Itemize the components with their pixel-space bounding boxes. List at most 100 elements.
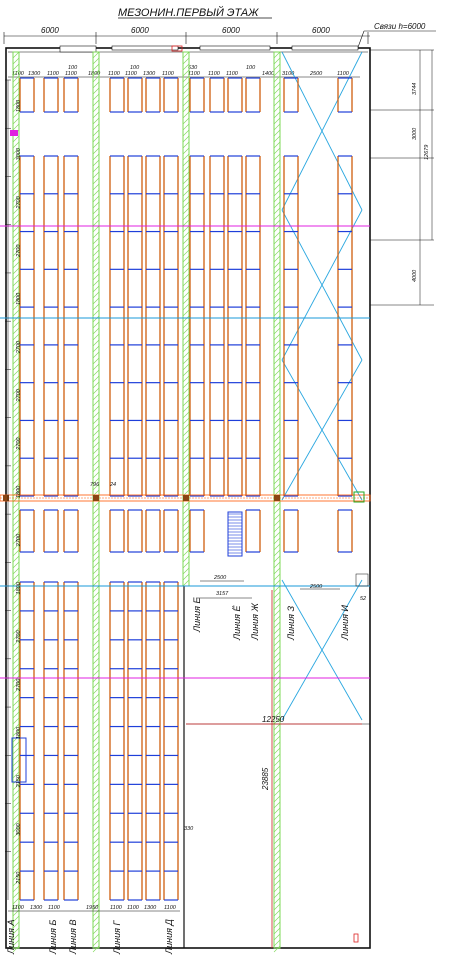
rack — [127, 581, 143, 901]
middle-dimensions: 796 24 2500 3157 2500 52 12250 23885 330 — [90, 482, 369, 948]
bracing-note: Связи h=6000 — [374, 22, 426, 31]
svg-text:1100: 1100 — [188, 71, 201, 77]
rack — [43, 581, 59, 901]
rack — [337, 155, 353, 497]
rack — [337, 509, 353, 553]
svg-text:12679: 12679 — [424, 145, 430, 160]
bay-dim-2: 6000 — [131, 26, 149, 35]
svg-text:3157: 3157 — [216, 591, 229, 597]
svg-text:2700: 2700 — [16, 630, 22, 644]
line-label-z: Линия З — [286, 606, 296, 641]
svg-text:1300: 1300 — [30, 905, 43, 911]
svg-text:1100: 1100 — [12, 71, 25, 77]
svg-text:24: 24 — [109, 482, 116, 488]
svg-text:1800: 1800 — [16, 292, 22, 305]
rack-layout — [19, 77, 353, 901]
svg-text:2700: 2700 — [16, 244, 22, 258]
bay-dim-3: 6000 — [222, 26, 240, 35]
rack — [227, 155, 243, 497]
svg-text:1100: 1100 — [164, 905, 177, 911]
svg-text:100: 100 — [130, 65, 140, 71]
rack — [145, 581, 161, 901]
rack — [43, 77, 59, 113]
rack — [283, 509, 299, 553]
rack — [283, 77, 299, 113]
line-label-v: Линия В — [68, 920, 78, 955]
svg-text:3744: 3744 — [412, 83, 418, 95]
svg-text:2700: 2700 — [16, 437, 22, 451]
svg-text:3100: 3100 — [282, 71, 295, 77]
svg-text:2700: 2700 — [16, 388, 22, 402]
bracing — [281, 51, 363, 721]
rack — [109, 581, 125, 901]
svg-text:1800: 1800 — [16, 485, 22, 498]
rack — [337, 77, 353, 113]
svg-text:1400: 1400 — [262, 71, 275, 77]
svg-text:1100: 1100 — [65, 71, 78, 77]
svg-text:1950: 1950 — [86, 905, 99, 911]
rack — [127, 509, 143, 553]
svg-text:1800: 1800 — [16, 726, 22, 739]
svg-text:1100: 1100 — [12, 905, 25, 911]
svg-text:2700: 2700 — [16, 195, 22, 209]
rack — [189, 155, 205, 497]
svg-text:100: 100 — [246, 65, 256, 71]
line-label-a: Линия А — [6, 920, 16, 955]
svg-text:1800: 1800 — [16, 99, 22, 112]
svg-text:2500: 2500 — [213, 575, 227, 581]
rack — [63, 581, 79, 901]
svg-text:1100: 1100 — [208, 71, 221, 77]
svg-text:2150: 2150 — [16, 871, 22, 885]
svg-text:1100: 1100 — [337, 71, 350, 77]
svg-text:1100: 1100 — [108, 71, 121, 77]
svg-text:2500: 2500 — [309, 71, 323, 77]
line-label-d: Линия Д — [164, 919, 174, 955]
rack — [209, 77, 225, 113]
svg-text:2700: 2700 — [16, 678, 22, 692]
rack — [19, 509, 35, 553]
line-label-b: Линия Б — [48, 920, 58, 955]
svg-text:1300: 1300 — [143, 71, 156, 77]
bottom-rack-dimensions: 1100 1300 1100 1950 1100 1100 1300 1100 — [8, 905, 180, 912]
axis-lines — [0, 130, 371, 679]
svg-text:2700: 2700 — [16, 533, 22, 547]
rack — [109, 77, 125, 113]
rack — [163, 77, 179, 113]
rack — [283, 155, 299, 497]
svg-text:52: 52 — [360, 596, 366, 602]
rack — [63, 77, 79, 113]
rack — [245, 509, 261, 553]
line-label-i: Линия И — [340, 605, 350, 641]
rack — [127, 155, 143, 497]
svg-text:1100: 1100 — [162, 71, 175, 77]
left-dimensions: 1800300027002700180027002700270018002700… — [5, 79, 22, 900]
stair — [11, 511, 243, 783]
right-dimensions: 3744 3000 12679 4000 — [370, 49, 434, 306]
line-label-g: Линия Г — [112, 920, 122, 955]
rack — [163, 581, 179, 901]
rack — [145, 77, 161, 113]
svg-text:1800: 1800 — [16, 581, 22, 594]
top-rack-dimensions: 1100 1300 1100 1100 1800 1100 1100 1300 … — [8, 65, 360, 78]
svg-text:1300: 1300 — [144, 905, 157, 911]
rack — [63, 509, 79, 553]
svg-text:1100: 1100 — [125, 71, 138, 77]
line-label-zh: Линия Ж — [250, 603, 260, 641]
svg-text:1100: 1100 — [48, 905, 61, 911]
svg-text:1100: 1100 — [127, 905, 140, 911]
rack — [19, 155, 35, 497]
svg-text:4000: 4000 — [412, 269, 418, 282]
bay-dim-4: 6000 — [312, 26, 330, 35]
line-label-yo: Линия Ё — [232, 605, 242, 641]
rack — [245, 155, 261, 497]
rack — [189, 509, 205, 553]
top-bay-dimensions: 6000 6000 6000 6000 — [3, 26, 370, 44]
svg-text:2700: 2700 — [16, 340, 22, 354]
rack — [109, 155, 125, 497]
svg-text:796: 796 — [90, 482, 100, 488]
plan-title: МЕЗОНИН.ПЕРВЫЙ ЭТАЖ — [118, 6, 259, 19]
rack — [145, 155, 161, 497]
svg-text:2500: 2500 — [309, 584, 323, 590]
bay-dim-1: 6000 — [41, 26, 59, 35]
